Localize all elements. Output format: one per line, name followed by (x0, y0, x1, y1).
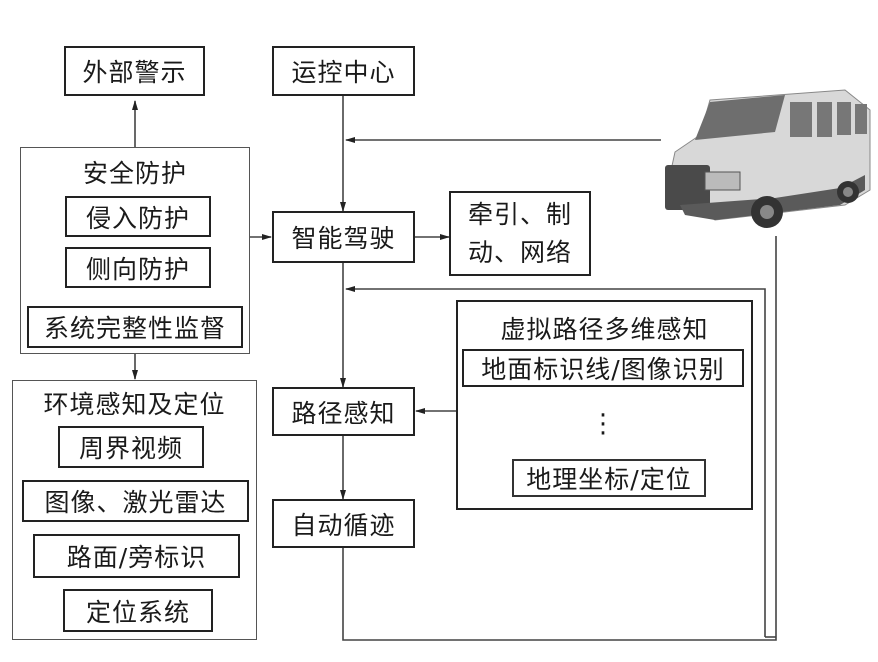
path-perception-box: 路径感知 (272, 387, 415, 436)
auto-tracking-label: 自动循迹 (291, 510, 396, 540)
operation-center-label: 运控中心 (291, 58, 396, 87)
system-integrity-box: 系统完整性监督 (27, 306, 243, 348)
safety-protection-group: 安全防护 侵入防护 侧向防护 系统完整性监督 (20, 147, 250, 354)
perimeter-video-box: 周界视频 (58, 426, 204, 468)
loop-inner-return (345, 286, 766, 637)
virtual-path-group: 虚拟路径多维感知 地面标识线/图像识别 ··· 地理坐标/定位 (456, 300, 753, 510)
auto-tracking-box: 自动循迹 (272, 499, 415, 548)
lateral-protection-label: 侧向防护 (85, 254, 190, 284)
image-lidar-box: 图像、激光雷达 (22, 480, 249, 522)
intelligent-driving-box: 智能驾驶 (272, 211, 415, 263)
operation-center-box: 运控中心 (272, 46, 415, 96)
intrusion-protection-label: 侵入防护 (85, 203, 190, 233)
road-marking-box: 路面/旁标识 (33, 534, 240, 578)
loop-outer (342, 236, 777, 641)
intrusion-protection-box: 侵入防护 (65, 196, 211, 237)
positioning-system-box: 定位系统 (63, 589, 213, 632)
image-lidar-label: 图像、激光雷达 (44, 488, 227, 517)
traction-brake-network-line-1: 牵引、制 (467, 199, 572, 229)
intelligent-driving-label: 智能驾驶 (291, 224, 396, 253)
path-perception-label: 路径感知 (291, 398, 396, 428)
ellipsis-vertical: ··· (598, 401, 608, 449)
environment-perception-group: 环境感知及定位 周界视频 图像、激光雷达 路面/旁标识 定位系统 (12, 380, 257, 640)
positioning-system-label: 定位系统 (85, 597, 190, 627)
virtual-path-title: 虚拟路径多维感知 (500, 315, 709, 344)
ground-marking-recognition-label: 地面标识线/图像识别 (481, 355, 725, 384)
external-warning-box: 外部警示 (64, 46, 205, 96)
vehicle-photo (665, 89, 871, 228)
system-integrity-label: 系统完整性监督 (43, 314, 226, 343)
perimeter-video-label: 周界视频 (78, 434, 183, 463)
traction-brake-network-box: 牵引、制 动、网络 (449, 191, 591, 276)
external-warning-label: 外部警示 (82, 58, 187, 87)
traction-brake-network-line-2: 动、网络 (467, 237, 572, 267)
geo-coordinate-label: 地理坐标/定位 (526, 465, 692, 494)
environment-perception-title: 环境感知及定位 (43, 390, 226, 419)
safety-protection-title: 安全防护 (82, 159, 187, 188)
geo-coordinate-box: 地理坐标/定位 (512, 459, 706, 497)
lateral-protection-box: 侧向防护 (65, 247, 211, 288)
road-marking-label: 路面/旁标识 (66, 543, 207, 572)
ground-marking-recognition-box: 地面标识线/图像识别 (462, 349, 744, 387)
